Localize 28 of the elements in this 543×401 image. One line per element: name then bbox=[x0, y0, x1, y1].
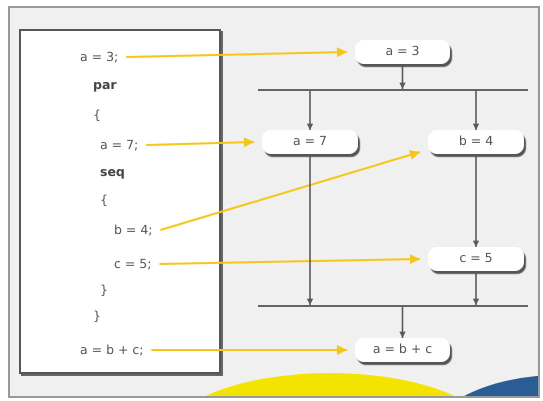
arrow bbox=[126, 47, 348, 58]
statement-box: b = 4 bbox=[428, 130, 524, 154]
arrow bbox=[306, 91, 314, 130]
brace: } bbox=[93, 308, 101, 324]
keyword: seq bbox=[100, 164, 125, 180]
arrow bbox=[306, 154, 314, 305]
brace: { bbox=[100, 192, 108, 208]
code-line: a = 3; bbox=[80, 49, 118, 65]
code-line: c = 5; bbox=[114, 256, 152, 272]
arrow bbox=[472, 91, 480, 130]
keyword: par bbox=[93, 77, 117, 93]
statement-box: c = 5 bbox=[428, 247, 524, 271]
code-line: a = 7; bbox=[100, 137, 138, 153]
arrow bbox=[472, 154, 480, 247]
arrow bbox=[160, 150, 420, 231]
statement-box: a = 7 bbox=[262, 130, 358, 154]
code-line: a = b + c; bbox=[80, 342, 144, 358]
arrow bbox=[159, 254, 420, 265]
statement-box: a = 3 bbox=[355, 40, 450, 64]
arrow bbox=[399, 307, 406, 338]
arrow bbox=[152, 345, 347, 355]
arrow bbox=[399, 64, 406, 89]
brace: { bbox=[93, 107, 101, 123]
code-line: b = 4; bbox=[114, 222, 153, 238]
brace: } bbox=[100, 282, 108, 298]
statement-box: a = b + c bbox=[355, 338, 450, 362]
arrow bbox=[472, 271, 480, 305]
arrow bbox=[146, 137, 254, 148]
